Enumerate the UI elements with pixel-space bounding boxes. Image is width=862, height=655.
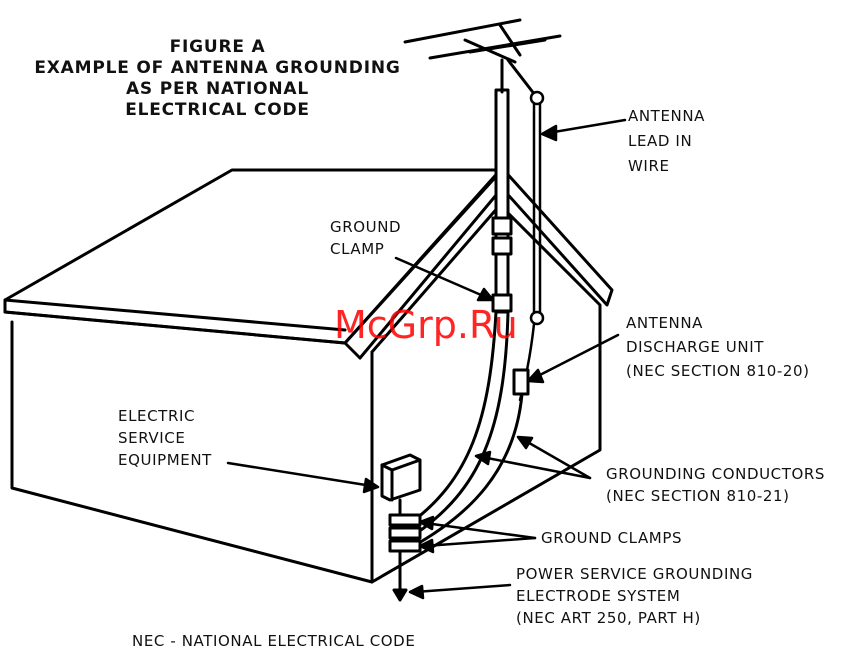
house-front-wall [370,203,602,584]
antenna-discharge-unit [512,368,530,396]
house-gable-trim [343,166,614,360]
diagram-title: FIGURE A EXAMPLE OF ANTENNA GROUNDING AS… [20,37,415,121]
label-antenna-lead-in: ANTENNA LEAD IN WIRE [628,104,705,179]
label-line: POWER SERVICE GROUNDING [516,565,754,583]
label-ground-clamps: GROUND CLAMPS [541,529,683,547]
callout-arrows [226,118,627,600]
label-line: (NEC SECTION 810-21) [606,487,790,505]
ground-clamp-base-1 [388,513,422,527]
label-line: DISCHARGE UNIT [626,338,764,356]
grounding-electrode [392,549,408,602]
label-line: ELECTRIC [118,407,196,425]
antenna-elements [403,18,562,97]
ground-clamp-base-3 [388,539,422,553]
label-line: EQUIPMENT [118,451,212,469]
house-side-wall [10,320,374,584]
ground-clamp-base-2 [388,526,422,540]
label-line: WIRE [628,157,670,175]
antenna-mast [494,88,510,314]
title-line-1: FIGURE A [169,37,266,57]
label-line: GROUND [330,218,402,236]
label-line: (NEC ART 250, PART H) [516,609,701,627]
label-line: (NEC SECTION 810-20) [626,362,810,380]
title-line-3: AS PER NATIONAL [125,79,310,99]
label-line: ANTENNA [628,107,706,125]
label-line: GROUNDING CONDUCTORS [606,465,826,483]
grounding-conductors [406,310,524,550]
title-line-4: ELECTRICAL CODE [125,100,310,120]
label-line: ELECTRODE SYSTEM [516,587,681,605]
label-ground-clamp: GROUND CLAMP [330,216,401,260]
footer-nec-note: NEC - NATIONAL ELECTRICAL CODE [132,632,416,650]
ground-clamp-mast-3 [491,293,513,313]
label-line: SERVICE [118,429,186,447]
watermark: McGrp.Ru [334,303,518,347]
label-grounding-conductors: GROUNDING CONDUCTORS (NEC SECTION 810-21… [606,463,825,507]
antenna-lead-in-wire [518,90,545,402]
label-line: LEAD IN [628,132,693,150]
title-line-2: EXAMPLE OF ANTENNA GROUNDING [34,58,401,78]
ground-clamp-mast-2 [491,236,513,256]
label-discharge-unit: ANTENNA DISCHARGE UNIT (NEC SECTION 810-… [626,311,810,383]
label-line: CLAMP [330,240,385,258]
label-electric-service: ELECTRIC SERVICE EQUIPMENT [118,405,212,471]
label-power-service-grounding: POWER SERVICE GROUNDING ELECTRODE SYSTEM… [516,563,753,629]
electric-service-box [380,453,422,517]
label-line: ANTENNA [626,314,704,332]
ground-clamp-mast-1 [491,216,513,236]
